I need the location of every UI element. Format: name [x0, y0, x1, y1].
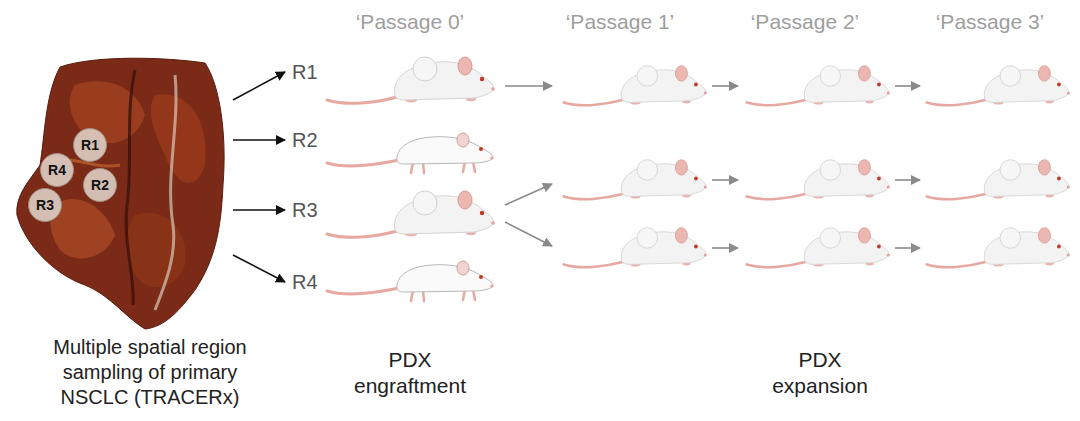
passage-arrow	[505, 184, 552, 205]
region-circle: R4	[40, 153, 74, 187]
region-label: R2	[292, 128, 318, 152]
passage-header: ‘Passage 3’	[910, 9, 1070, 35]
region-name: R3	[292, 198, 318, 222]
region-circle: R2	[83, 168, 117, 202]
region-label: R4	[292, 270, 318, 294]
mouse-no-engraftment	[327, 261, 494, 301]
mouse-with-tumor	[927, 160, 1070, 199]
passage-header: ‘Passage 2’	[725, 9, 885, 35]
tumor-tissue	[151, 94, 206, 183]
tumor-tissue	[17, 58, 224, 329]
label-holder: ‘Passage 3’	[910, 9, 1070, 35]
sampling-arrow	[233, 209, 285, 211]
region-label: R3	[292, 198, 318, 222]
sampling-arrow	[233, 139, 285, 141]
passage-header: ‘Passage 0’	[330, 9, 490, 35]
region-name: R4	[48, 162, 66, 178]
passage-arrows	[505, 86, 920, 248]
region-name: R2	[91, 177, 109, 193]
stage-label: PDX expansion	[763, 347, 878, 399]
passage-header: ‘Passage 1’	[540, 9, 700, 35]
caption-text: Multiple spatial region sampling of prim…	[35, 335, 265, 410]
region-name: R1	[81, 137, 99, 153]
region-circle: R3	[28, 188, 62, 222]
region-name: R1	[292, 60, 318, 84]
mouse-no-engraftment	[327, 133, 494, 173]
passage-arrow	[895, 85, 920, 87]
mouse-with-tumor	[747, 228, 890, 267]
label-holder: ‘Passage 2’	[725, 9, 885, 35]
passage-arrow	[712, 85, 738, 87]
region-name: R4	[292, 270, 318, 294]
tumor-tissue	[155, 75, 176, 310]
mouse-with-tumor	[564, 228, 707, 267]
region-label: R1	[292, 60, 318, 84]
label-holder: ‘Passage 1’	[540, 9, 700, 35]
passage-arrow	[895, 179, 920, 181]
tumor-specimen: Multiple spatial region sampling of prim…	[15, 55, 225, 330]
mouse-with-tumor	[927, 228, 1070, 267]
passage-arrow	[712, 247, 738, 249]
mouse-with-tumor	[327, 191, 495, 237]
region-circle: R1	[73, 128, 107, 162]
label-holder: ‘Passage 0’	[330, 9, 490, 35]
mouse-with-tumor	[747, 160, 890, 199]
region-name: R2	[292, 128, 318, 152]
label-holder: PDX engraftment	[345, 347, 475, 399]
passage-arrow	[505, 222, 552, 246]
tumor-tissue	[127, 213, 186, 288]
sampling-arrow	[233, 72, 285, 100]
stage-label: PDX engraftment	[345, 347, 475, 399]
label-holder: PDX expansion	[763, 347, 878, 399]
sampling-arrow	[233, 255, 285, 282]
mouse-with-tumor	[927, 66, 1070, 105]
tumor-tissue	[126, 70, 135, 305]
mouse-with-tumor	[564, 160, 707, 199]
passage-arrow	[895, 247, 920, 249]
mouse-with-tumor	[564, 66, 707, 105]
passage-arrow	[505, 85, 552, 87]
region-name: R3	[36, 197, 54, 213]
passage-arrow	[712, 179, 738, 181]
mouse-with-tumor	[327, 57, 495, 103]
mouse-with-tumor	[747, 66, 890, 105]
